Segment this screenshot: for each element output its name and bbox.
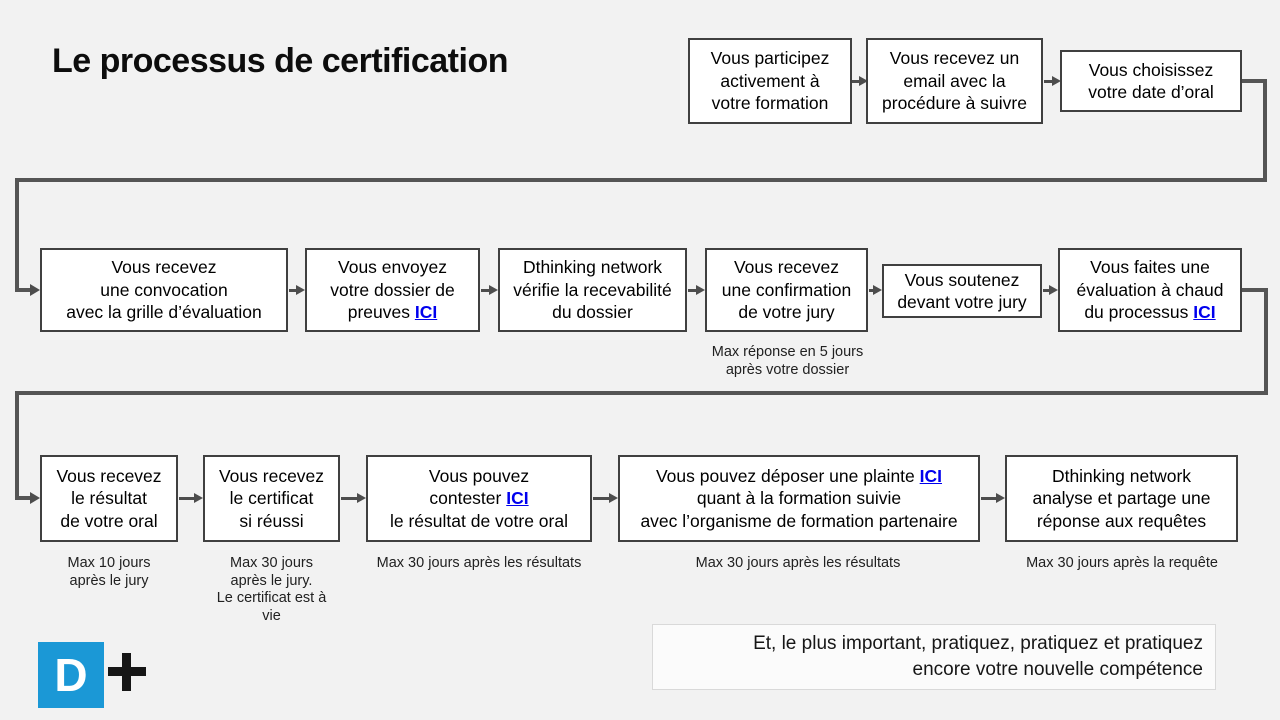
note-certificat: Max 30 jours après le jury. Le certifica… xyxy=(216,555,327,625)
flow-box-date-oral: Vous choisissez votre date d’oral xyxy=(1060,50,1242,112)
arrow-right-icon xyxy=(179,493,203,503)
note-plainte: Max 30 jours après les résultats xyxy=(695,555,901,571)
box-text: Vous choisissez votre date d’oral xyxy=(1088,59,1214,102)
flow-box-contestation: Vous pouvez contester ICI le résultat de… xyxy=(366,455,592,542)
arrow-right-icon xyxy=(1044,76,1061,86)
note-confirmation-jury: Max réponse en 5 jours après votre dossi… xyxy=(711,344,864,378)
box-text: Vous participez activement à votre forma… xyxy=(710,48,830,114)
flow-box-plainte: Vous pouvez déposer une plainte ICI quan… xyxy=(618,455,980,542)
flow-box-participation: Vous participez activement à votre forma… xyxy=(688,38,852,124)
ici-link-evaluation[interactable]: ICI xyxy=(1193,302,1216,323)
flow-box-confirmation-jury: Vous recevez une confirmation de votre j… xyxy=(705,248,868,332)
arrow-right-icon xyxy=(852,76,868,86)
box-text: Vous pouvez déposer une plainte xyxy=(655,465,920,486)
practice-note-box: Et, le plus important, pratiquez, pratiq… xyxy=(652,624,1216,690)
logo-d-square: D xyxy=(38,642,104,708)
box-text: Vous recevez un email avec la procédure … xyxy=(882,48,1027,114)
flow-box-reponse-requetes: Dthinking network analyse et partage une… xyxy=(1005,455,1238,542)
box-text: Vous recevez le résultat de votre oral xyxy=(56,465,162,531)
box-text: le résultat de votre oral xyxy=(389,510,568,531)
flow-box-soutenance: Vous soutenez devant votre jury xyxy=(882,264,1042,318)
flow-box-certificat: Vous recevez le certificat si réussi xyxy=(203,455,340,542)
arrow-right-icon xyxy=(341,493,366,503)
flow-box-email-procedure: Vous recevez un email avec la procédure … xyxy=(866,38,1043,124)
box-text: quant à la formation suivie avec l’organ… xyxy=(640,488,958,531)
logo-plus-icon xyxy=(102,648,148,694)
dplus-logo: D xyxy=(38,640,148,708)
arrow-right-icon xyxy=(1043,285,1058,295)
note-contestation: Max 30 jours après les résultats xyxy=(376,555,582,571)
logo-d-letter: D xyxy=(54,649,88,701)
box-text: Dthinking network analyse et partage une… xyxy=(1032,465,1211,531)
arrow-right-icon xyxy=(593,493,618,503)
arrow-right-icon xyxy=(869,285,882,295)
practice-note-text: Et, le plus important, pratiquez, pratiq… xyxy=(753,633,1203,680)
box-text: Dthinking network vérifie la recevabilit… xyxy=(513,257,672,323)
page-title: Le processus de certification xyxy=(52,42,509,80)
ici-link-plainte[interactable]: ICI xyxy=(919,465,943,486)
box-text: Vous recevez une confirmation de votre j… xyxy=(721,257,852,323)
flow-box-evaluation-chaud: Vous faites une évaluation à chaud du pr… xyxy=(1058,248,1242,332)
arrow-right-icon xyxy=(981,493,1005,503)
arrow-right-icon xyxy=(289,285,305,295)
arrow-right-icon xyxy=(688,285,705,295)
flow-box-convocation: Vous recevez une convocation avec la gri… xyxy=(40,248,288,332)
note-resultat-oral: Max 10 jours après le jury xyxy=(67,555,151,589)
box-text: Vous envoyez votre dossier de preuves xyxy=(330,257,455,323)
ici-link-dossier[interactable]: ICI xyxy=(414,302,438,323)
box-text: Vous recevez le certificat si réussi xyxy=(218,465,325,531)
ici-link-contestation[interactable]: ICI xyxy=(506,488,529,509)
flow-box-dossier-preuves: Vous envoyez votre dossier de preuves IC… xyxy=(305,248,480,332)
arrow-right-icon xyxy=(481,285,498,295)
box-text: Vous soutenez devant votre jury xyxy=(897,269,1027,312)
arrow-right-icon xyxy=(30,284,40,296)
note-reponse-requetes: Max 30 jours après la requête xyxy=(1026,555,1218,571)
box-text: Vous pouvez contester xyxy=(428,465,530,509)
box-text: Vous recevez une convocation avec la gri… xyxy=(66,257,262,323)
flow-box-resultat-oral: Vous recevez le résultat de votre oral xyxy=(40,455,178,542)
flow-box-recevabilite: Dthinking network vérifie la recevabilit… xyxy=(498,248,687,332)
arrow-right-icon xyxy=(30,492,40,504)
box-text: Vous faites une évaluation à chaud du pr… xyxy=(1076,257,1224,323)
